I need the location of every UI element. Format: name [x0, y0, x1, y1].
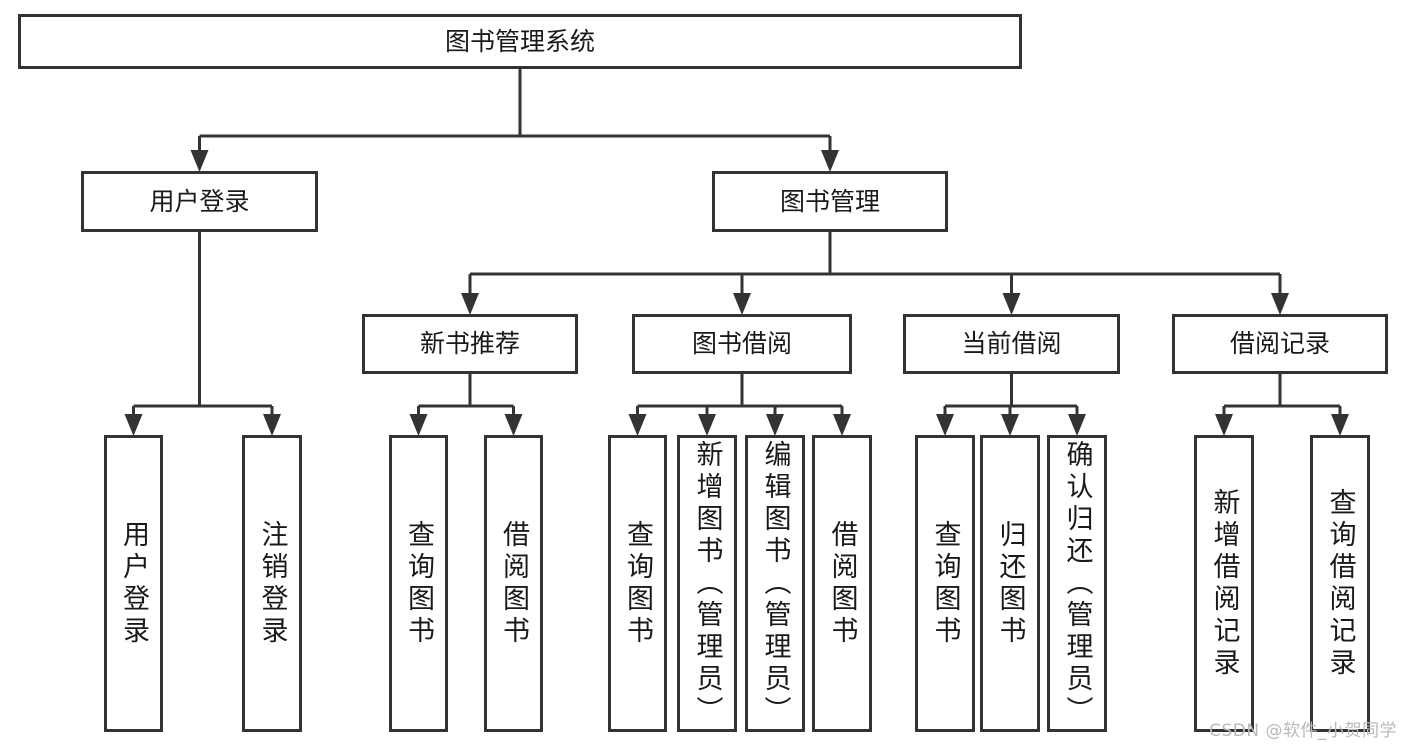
- node-label: 新增借阅记录: [1208, 487, 1240, 680]
- node-root-system[interactable]: 图书管理系统: [18, 14, 1022, 69]
- arrow-head-icon: [1331, 414, 1349, 436]
- node-label: 查询图书: [929, 519, 961, 648]
- arrow-head-icon: [698, 414, 716, 436]
- arrow-head-icon: [190, 150, 209, 172]
- arrow-head-icon: [1271, 293, 1289, 315]
- node-leaf-borrow-book[interactable]: 借阅图书: [812, 435, 872, 732]
- node-leaf-query-borrow-record[interactable]: 查询借阅记录: [1310, 435, 1370, 732]
- node-leaf-add-book-admin[interactable]: 新增图书（管理员）: [677, 435, 737, 732]
- arrow-head-icon: [733, 293, 751, 315]
- node-leaf-return-book[interactable]: 归还图书: [980, 435, 1040, 732]
- arrow-head-icon: [1002, 293, 1021, 315]
- node-label: 当前借阅: [961, 329, 1062, 359]
- watermark-text: CSDN @软件_小贺同学: [1209, 721, 1397, 741]
- node-label: 查询图书: [622, 519, 653, 648]
- node-leaf-logout[interactable]: 注销登录: [242, 435, 302, 732]
- node-label: 用户登录: [149, 186, 250, 216]
- node-label: 注销登录: [256, 519, 288, 648]
- node-label: 借阅图书: [498, 519, 529, 648]
- arrow-head-icon: [409, 414, 428, 436]
- node-label: 新书推荐: [419, 329, 520, 359]
- node-book-management[interactable]: 图书管理: [712, 171, 948, 232]
- arrow-head-icon: [766, 414, 784, 436]
- node-label: 图书管理: [779, 186, 880, 216]
- node-leaf-user-login[interactable]: 用户登录: [104, 435, 163, 732]
- arrow-head-icon: [1001, 414, 1019, 436]
- node-current-borrow[interactable]: 当前借阅: [903, 314, 1120, 374]
- node-user-login[interactable]: 用户登录: [81, 171, 318, 232]
- node-leaf-borrow-book-rec[interactable]: 借阅图书: [484, 435, 543, 732]
- node-leaf-confirm-return-admin[interactable]: 确认归还（管理员）: [1047, 435, 1107, 732]
- node-label: 查询借阅记录: [1324, 487, 1356, 680]
- node-leaf-edit-book-admin[interactable]: 编辑图书（管理员）: [745, 435, 805, 732]
- node-label: 归还图书: [994, 519, 1026, 648]
- node-label: 编辑图书（管理员）: [759, 439, 791, 728]
- node-label: 借阅记录: [1229, 329, 1330, 359]
- arrow-head-icon: [1068, 414, 1086, 436]
- node-leaf-query-book-current[interactable]: 查询图书: [915, 435, 975, 732]
- node-leaf-query-book-rec[interactable]: 查询图书: [389, 435, 448, 732]
- node-label: 图书借阅: [691, 329, 792, 359]
- node-label: 用户登录: [118, 519, 149, 648]
- arrow-head-icon: [628, 414, 647, 436]
- arrow-head-icon: [263, 414, 281, 436]
- node-label: 查询图书: [403, 519, 434, 648]
- node-borrow-record[interactable]: 借阅记录: [1172, 314, 1388, 374]
- arrow-head-icon: [833, 414, 851, 436]
- arrow-head-icon: [1215, 414, 1233, 436]
- arrow-head-icon: [124, 414, 143, 436]
- node-label: 确认归还（管理员）: [1061, 439, 1093, 728]
- node-leaf-add-borrow-record[interactable]: 新增借阅记录: [1194, 435, 1254, 732]
- arrow-head-icon: [936, 414, 954, 436]
- node-book-borrow[interactable]: 图书借阅: [632, 314, 852, 374]
- arrow-head-icon: [821, 150, 839, 172]
- arrow-head-icon: [461, 293, 479, 315]
- node-label: 借阅图书: [826, 519, 858, 648]
- node-new-book-recommend[interactable]: 新书推荐: [362, 314, 578, 374]
- arrow-head-icon: [504, 414, 523, 436]
- node-label: 图书管理系统: [444, 26, 595, 56]
- node-leaf-query-book-borrow[interactable]: 查询图书: [608, 435, 667, 732]
- node-label: 新增图书（管理员）: [691, 439, 723, 728]
